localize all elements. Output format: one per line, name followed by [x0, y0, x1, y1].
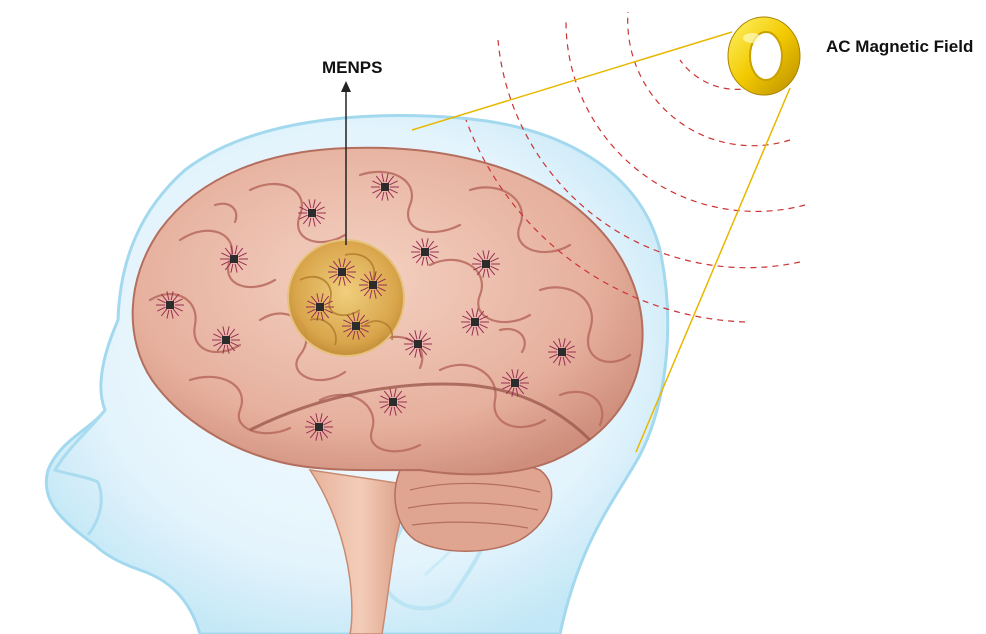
- zoom-region: [288, 240, 404, 356]
- ac-magnetic-field-label: AC Magnetic Field: [826, 37, 973, 57]
- magnetic-coil-ring-icon: [728, 17, 800, 95]
- menps-label: MENPS: [322, 58, 382, 78]
